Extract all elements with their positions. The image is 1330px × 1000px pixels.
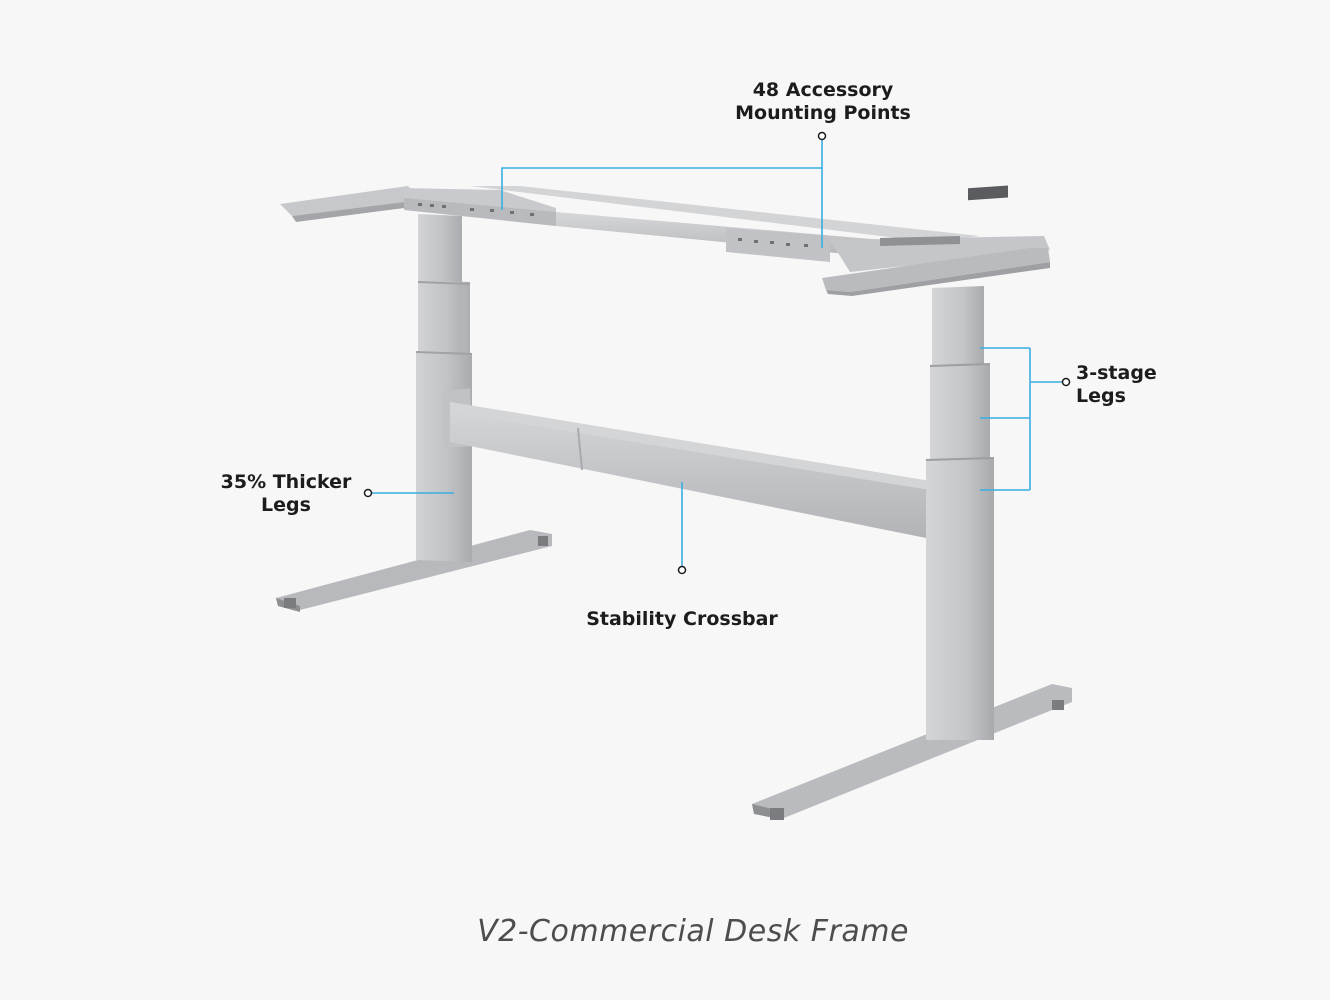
left-leg (276, 214, 552, 612)
callout-mounting-points-line1: 48 Accessory (752, 79, 894, 101)
callout-crossbar: Stability Crossbar (580, 608, 784, 631)
right-leg (752, 286, 1072, 820)
callout-three-stage-legs-line2: Legs (1076, 385, 1126, 407)
callout-thicker-legs-line2: Legs (261, 494, 311, 516)
thicker-legs-dot (363, 488, 373, 498)
callout-mounting-points-line2: Mounting Points (735, 102, 911, 124)
crossbar-dot (677, 565, 687, 575)
callout-dots (363, 131, 1071, 575)
crossbar (442, 388, 936, 540)
callout-crossbar-line1: Stability Crossbar (586, 608, 778, 630)
top-frame (280, 185, 1050, 296)
three-stage-legs-dot (1061, 377, 1071, 387)
callout-lines (372, 140, 1062, 566)
callout-three-stage-legs: 3-stage Legs (1076, 362, 1157, 408)
callout-mounting-points: 48 Accessory Mounting Points (718, 79, 928, 125)
product-caption: V2-Commercial Desk Frame (477, 914, 909, 949)
callout-three-stage-legs-line1: 3-stage (1076, 362, 1157, 384)
mounting-points-dot (817, 131, 827, 141)
callout-thicker-legs: 35% Thicker Legs (216, 471, 356, 517)
callout-thicker-legs-line1: 35% Thicker (220, 471, 352, 493)
